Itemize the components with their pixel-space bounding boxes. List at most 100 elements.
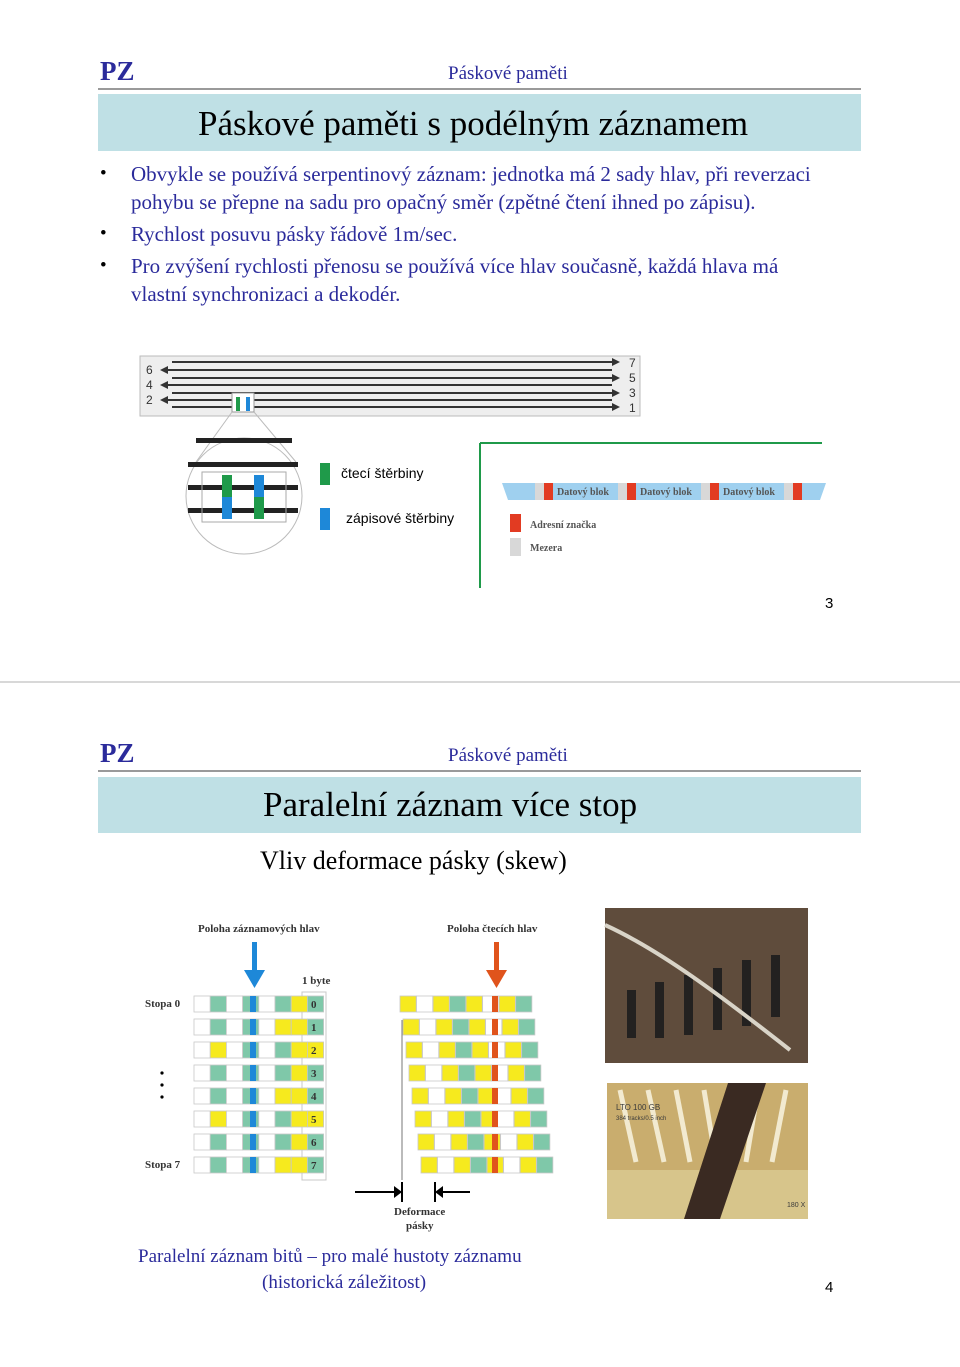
tape-photo-bottom: LTO 100 GB 384 tracks/0.5 inch 180 X: [607, 1083, 808, 1219]
read-head-stripe: [492, 1088, 498, 1104]
bit-cell: [275, 1088, 291, 1104]
deformation-arrows: [355, 1182, 470, 1202]
row-number: 2: [311, 1045, 317, 1057]
bit-cell: [291, 996, 307, 1012]
bit-cell: [226, 1042, 242, 1058]
bit-cell: [275, 1134, 291, 1150]
bit-cell: [423, 1042, 439, 1058]
bit-cell: [226, 1088, 242, 1104]
bit-cell: [194, 996, 210, 1012]
bit-cell: [291, 1111, 307, 1127]
write-heads-label: Poloha záznamových hlav: [198, 923, 320, 935]
photo-model-label: LTO 100 GB: [616, 1103, 660, 1112]
bit-cell: [459, 1065, 475, 1081]
ellipsis-dot: [160, 1071, 163, 1074]
page-number: 4: [825, 1279, 833, 1296]
bit-cell: [439, 1042, 455, 1058]
caption-line-2: (historická záležitost): [262, 1270, 682, 1296]
bit-cell: [429, 1088, 445, 1104]
bit-cell: [259, 1088, 275, 1104]
bit-cell: [259, 996, 275, 1012]
bit-cell: [516, 996, 532, 1012]
skewed-grid: [400, 996, 553, 1173]
bit-cell: [421, 1157, 437, 1173]
bit-cell: [403, 1019, 419, 1035]
caption-line-1: Paralelní záznam bitů – pro malé hustoty…: [138, 1244, 558, 1270]
tape-photo-top: [605, 908, 808, 1063]
bit-cell: [420, 1019, 436, 1035]
bit-cell: [501, 1134, 517, 1150]
bit-cell: [291, 1019, 307, 1035]
bit-cell: [499, 996, 515, 1012]
byte-label: 1 byte: [302, 975, 331, 987]
bit-cell: [259, 1157, 275, 1173]
ellipsis-dot: [160, 1095, 163, 1098]
bit-cell: [210, 1134, 226, 1150]
bit-cell: [210, 1111, 226, 1127]
bit-cell: [537, 1157, 553, 1173]
bit-cell: [259, 1134, 275, 1150]
bit-cell: [478, 1088, 494, 1104]
bit-cell: [445, 1088, 461, 1104]
bit-cell: [415, 1111, 431, 1127]
bit-cell: [475, 1065, 491, 1081]
bit-cell: [194, 1065, 210, 1081]
bit-cell: [226, 996, 242, 1012]
bit-cell: [226, 1111, 242, 1127]
bit-cell: [259, 1019, 275, 1035]
bit-cell: [505, 1042, 521, 1058]
bit-cell: [275, 996, 291, 1012]
bit-cell: [522, 1042, 538, 1058]
bit-cell: [194, 1111, 210, 1127]
bit-cell: [291, 1088, 307, 1104]
bit-cell: [504, 1157, 520, 1173]
read-heads-label: Poloha čtecích hlav: [447, 923, 538, 935]
row-number: 0: [311, 999, 317, 1011]
bit-cell: [511, 1088, 527, 1104]
bit-cell: [519, 1019, 535, 1035]
read-head-stripe: [492, 1019, 498, 1035]
bit-cell: [468, 1134, 484, 1150]
bit-cell: [433, 996, 449, 1012]
bit-cell: [465, 1111, 481, 1127]
read-head-stripe: [492, 1042, 498, 1058]
bit-cell: [291, 1065, 307, 1081]
bit-cell: [259, 1065, 275, 1081]
read-head-stripe: [492, 1134, 498, 1150]
bit-cell: [450, 996, 466, 1012]
write-head-stripe: [250, 1019, 256, 1035]
bit-cell: [194, 1019, 210, 1035]
bit-cell: [531, 1111, 547, 1127]
bit-cell: [471, 1157, 487, 1173]
bit-cell: [275, 1019, 291, 1035]
bit-cell: [456, 1042, 472, 1058]
deformation-label: pásky: [406, 1220, 434, 1232]
track-last-label: Stopa 7: [145, 1159, 181, 1171]
photo-tracks-label: 384 tracks/0.5 inch: [616, 1116, 666, 1122]
write-head-stripe: [250, 1157, 256, 1173]
bit-cell: [194, 1134, 210, 1150]
bit-cell: [462, 1088, 478, 1104]
write-head-stripe: [250, 1111, 256, 1127]
row-number: 7: [311, 1160, 317, 1172]
row-number: 3: [311, 1068, 317, 1080]
write-head-stripe: [250, 1065, 256, 1081]
bit-cell: [275, 1042, 291, 1058]
bit-cell: [520, 1157, 536, 1173]
bit-cell: [226, 1157, 242, 1173]
row-number: 4: [311, 1091, 317, 1103]
bit-cell: [275, 1111, 291, 1127]
bit-cell: [525, 1065, 541, 1081]
ellipsis-dot: [160, 1083, 163, 1086]
bit-cell: [426, 1065, 442, 1081]
bit-cell: [226, 1019, 242, 1035]
bit-cell: [498, 1111, 514, 1127]
bit-cell: [210, 1157, 226, 1173]
bit-cell: [453, 1019, 469, 1035]
bit-cell: [517, 1134, 533, 1150]
bit-cell: [438, 1157, 454, 1173]
bit-cell: [400, 996, 416, 1012]
bit-cell: [226, 1134, 242, 1150]
write-head-stripe: [250, 996, 256, 1012]
bit-cell: [436, 1019, 452, 1035]
